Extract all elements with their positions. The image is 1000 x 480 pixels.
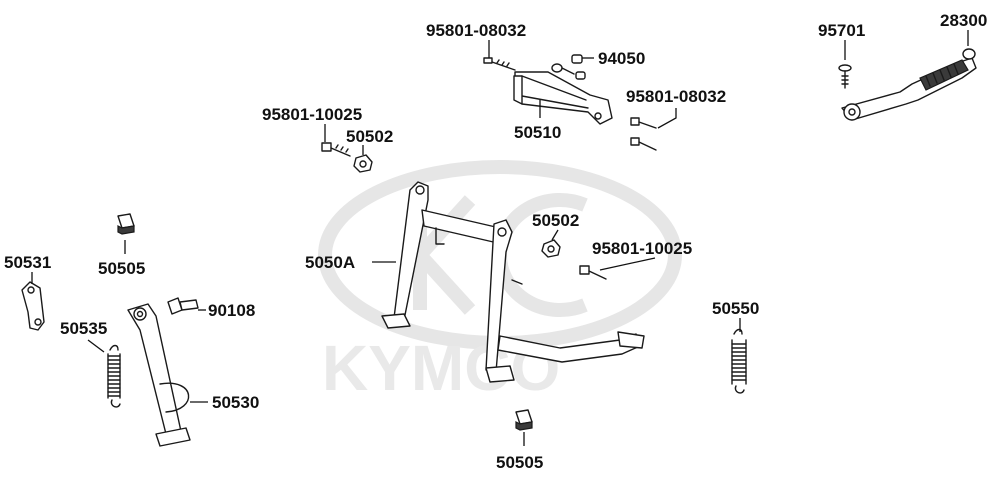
callout-90108: 90108 (208, 301, 255, 320)
main-stand-5050A[interactable] (381, 181, 645, 383)
nut-hole (359, 160, 367, 168)
rubber-block-50505-upper[interactable] (117, 213, 135, 235)
spring-bottom-hook (734, 385, 745, 394)
callout-50502-right: 50502 (532, 211, 579, 230)
spring-outline (107, 353, 121, 399)
stand-left-pivot (415, 185, 425, 195)
bolt-90108[interactable] (167, 297, 199, 315)
callout-95801-10025-right: 95801-10025 (592, 239, 692, 258)
bolt-shank (491, 61, 516, 71)
bolt-95801-10025-left[interactable] (321, 142, 351, 157)
spring-50535[interactable] (107, 344, 121, 408)
bolt-shank (330, 147, 351, 157)
kick-starter-arm-28300[interactable] (841, 48, 977, 121)
callout-94050: 94050 (598, 49, 645, 68)
callout-labels: 95801-08032 94050 95801-08032 50510 9570… (4, 11, 987, 472)
bolt-95801-10025-right[interactable] (579, 265, 607, 280)
side-stand-leg (127, 303, 183, 443)
bolt-94050[interactable] (551, 54, 586, 80)
callout-50531: 50531 (4, 253, 51, 272)
stand-stopper-tab (435, 227, 445, 245)
kick-pedal-cap (962, 48, 976, 60)
bolt-shank (179, 299, 199, 311)
callout-50510: 50510 (514, 123, 561, 142)
bolt-head-2 (630, 137, 640, 146)
spring-coils (107, 355, 121, 397)
bracket-hole-bottom (34, 318, 42, 326)
bolt-head (167, 297, 183, 315)
stand-right-pivot (497, 227, 507, 237)
stand-left-foot (381, 313, 411, 329)
side-stand-50530[interactable] (127, 303, 191, 447)
bolt-shank (588, 270, 607, 280)
callout-28300: 28300 (940, 11, 987, 30)
stand-pedal-pad (617, 331, 645, 349)
nut-hole (547, 245, 555, 253)
bolt-head-1 (630, 117, 640, 126)
washer (551, 63, 563, 73)
callout-5050A: 5050A (305, 253, 355, 272)
callout-95701: 95701 (818, 21, 865, 40)
callout-50530: 50530 (212, 393, 259, 412)
bracket-hole (594, 112, 602, 120)
bracket-rail (521, 75, 589, 109)
callout-50505-lower: 50505 (496, 453, 543, 472)
bracket-tab (513, 75, 523, 105)
leader-lines (31, 30, 969, 446)
bolt-head (838, 64, 852, 72)
bolt-head (483, 57, 493, 64)
bracket-hole-top (27, 286, 35, 294)
bolt-thread (335, 144, 349, 153)
side-stand-loop (159, 382, 190, 413)
side-stand-pivot-hole (136, 310, 144, 318)
stand-right-foot (485, 365, 515, 383)
leader-c9 (551, 229, 559, 241)
leader-c3 (657, 108, 677, 129)
nut-94050 (571, 54, 583, 64)
callout-95801-10025-left: 95801-10025 (262, 105, 362, 124)
block-side (117, 225, 135, 235)
bolt-shank (561, 67, 575, 75)
callout-50505-upper: 50505 (98, 259, 145, 278)
spring-bottom-hook (110, 399, 121, 408)
nut-50502-upper[interactable] (353, 154, 373, 173)
bolt-thread (841, 75, 849, 85)
bolt-head (579, 265, 590, 275)
spring-50550[interactable] (731, 328, 747, 394)
bolt-95801-08032-top[interactable] (483, 57, 516, 71)
nut-lower (575, 71, 586, 80)
spring-outline (731, 339, 747, 385)
bolt-95701[interactable] (838, 64, 852, 89)
callout-50550: 50550 (712, 299, 759, 318)
leader-c10 (599, 257, 656, 271)
callout-50535: 50535 (60, 319, 107, 338)
callout-50502-upper: 50502 (346, 127, 393, 146)
bolt-shank-1 (638, 121, 657, 129)
nut-50502-right[interactable] (541, 239, 561, 258)
bolt-head (321, 142, 332, 152)
callout-95801-08032-right: 95801-08032 (626, 87, 726, 106)
leader-c15 (87, 339, 105, 353)
bolt-shank-2 (638, 141, 657, 151)
grip-ridges (925, 63, 959, 87)
spring-coils (731, 343, 747, 381)
stand-spring-hook (511, 279, 523, 285)
rubber-block-50505-lower[interactable] (515, 409, 533, 431)
spring-top-hook (109, 344, 119, 351)
bracket-50531[interactable] (21, 281, 45, 331)
bolts-95801-08032-pair[interactable] (630, 117, 657, 151)
callout-95801-08032-top: 95801-08032 (426, 21, 526, 40)
side-stand-foot (155, 427, 191, 447)
kick-pivot-hole (848, 108, 856, 116)
spring-top-hook (733, 328, 743, 335)
bolt-thread (496, 59, 510, 67)
bracket-50510[interactable] (513, 71, 613, 125)
block-side (515, 421, 533, 431)
